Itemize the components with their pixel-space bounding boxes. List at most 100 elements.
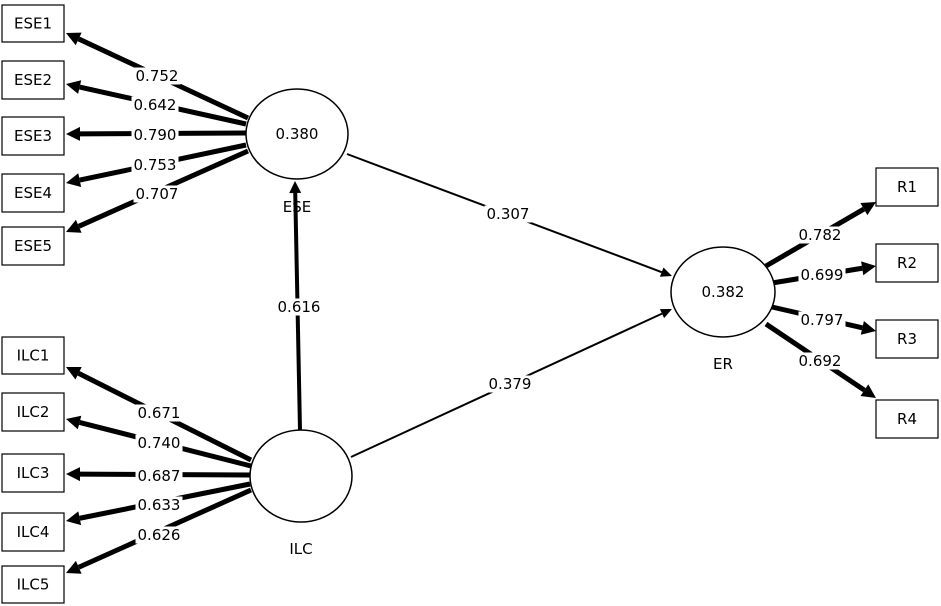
- indicator-ilc2: ILC2: [1, 392, 65, 432]
- loading-arrow-ese5-head: [66, 219, 82, 233]
- construct-circle: [670, 246, 776, 338]
- indicator-label: ILC3: [17, 464, 50, 482]
- loading-label-ese2: 0.642: [134, 96, 177, 114]
- construct-label: ILC: [289, 540, 312, 558]
- indicator-box: [875, 243, 939, 283]
- loading-label-ilc4-group: 0.633: [135, 496, 183, 514]
- path-coef-ilc-ese: 0.616: [278, 298, 321, 316]
- indicator-ese3: ESE3: [1, 116, 65, 156]
- loading-arrow-ese3-head: [66, 126, 80, 141]
- loading-label-ese1-group: 0.752: [133, 67, 181, 85]
- loading-arrow-r4-head: [860, 384, 876, 398]
- loading-label-r4-background: [796, 352, 844, 370]
- construct-r-squared: 0.380: [276, 125, 319, 143]
- loading-label-ilc1-background: [135, 404, 183, 422]
- path-coef-ilc-er-group: 0.379: [486, 375, 534, 393]
- construct-r-squared: 0.382: [702, 283, 745, 301]
- loading-arrow-ilc5-head: [66, 560, 82, 574]
- loading-arrow-ilc1-head: [66, 367, 82, 380]
- construct-circle: [245, 88, 349, 180]
- path-arrow-ilc-er-head: [659, 309, 672, 319]
- path-coef-ese-er-background: [484, 205, 532, 223]
- loading-label-r2-background: [798, 266, 846, 284]
- loading-arrow-r1-head: [860, 202, 876, 216]
- construct-label: ER: [713, 355, 733, 373]
- path-arrow-ilc-ese-head: [289, 181, 302, 194]
- loading-label-ilc5: 0.626: [138, 526, 181, 544]
- loading-label-ese4-group: 0.753: [131, 156, 179, 174]
- indicator-label: ESE2: [14, 71, 52, 89]
- indicator-label: ILC2: [17, 403, 50, 421]
- loading-label-ilc5-background: [135, 526, 183, 544]
- loading-label-ese2-background: [131, 96, 179, 114]
- loading-label-ese4: 0.753: [134, 156, 177, 174]
- indicator-label: R2: [897, 254, 917, 272]
- indicator-r1: R1: [875, 167, 939, 207]
- loading-label-ese5-background: [133, 185, 181, 203]
- loading-arrow-ilc2-head: [66, 415, 82, 430]
- path-coef-ese-er: 0.307: [487, 205, 530, 223]
- indicator-box: [1, 226, 65, 266]
- indicator-ilc3: ILC3: [1, 453, 65, 493]
- indicator-ese1: ESE1: [1, 4, 65, 43]
- indicator-ese5: ESE5: [1, 226, 65, 266]
- indicator-ilc4: ILC4: [1, 512, 65, 552]
- indicator-box: [875, 319, 939, 359]
- loading-label-ilc4-background: [135, 496, 183, 514]
- loading-label-ilc1: 0.671: [138, 404, 181, 422]
- loading-label-ese5-group: 0.707: [133, 185, 181, 203]
- loading-arrow-ese1-head: [66, 32, 82, 46]
- indicator-label: ESE3: [14, 127, 52, 145]
- loading-label-r2: 0.699: [801, 266, 844, 284]
- indicator-ese2: ESE2: [1, 60, 65, 100]
- indicator-r4: R4: [875, 399, 939, 439]
- indicator-box: [875, 167, 939, 207]
- loading-label-ilc2-background: [135, 434, 183, 452]
- construct-ilc: ILC: [249, 429, 353, 558]
- loading-label-r4: 0.692: [799, 352, 842, 370]
- loading-label-ilc3: 0.687: [138, 467, 181, 485]
- loading-label-r3-group: 0.797: [798, 311, 846, 329]
- loading-label-r1: 0.782: [799, 226, 842, 244]
- indicator-ilc1: ILC1: [1, 336, 65, 375]
- path-coef-ilc-ese-group: 0.616: [275, 298, 323, 316]
- path-arrow-ese-er-head: [659, 267, 672, 277]
- indicator-label: ILC1: [17, 347, 50, 365]
- indicator-r3: R3: [875, 319, 939, 359]
- loading-label-ilc2: 0.740: [138, 434, 181, 452]
- loading-label-ese5: 0.707: [136, 185, 179, 203]
- indicator-box: [1, 565, 65, 604]
- loading-label-ese3: 0.790: [134, 126, 177, 144]
- loading-label-r4-group: 0.692: [796, 352, 844, 370]
- indicator-label: ILC4: [17, 523, 50, 541]
- path-coef-ese-er-group: 0.307: [484, 205, 532, 223]
- indicator-box: [1, 392, 65, 432]
- path-coef-ilc-er: 0.379: [489, 375, 532, 393]
- construct-circle: [249, 429, 353, 523]
- indicator-r2: R2: [875, 243, 939, 283]
- loading-arrow-ilc4-head: [66, 511, 82, 526]
- indicator-label: ILC5: [17, 576, 50, 594]
- loading-label-ilc2-group: 0.740: [135, 434, 183, 452]
- indicator-box: [1, 60, 65, 100]
- indicator-box: [1, 512, 65, 552]
- indicator-box: [1, 116, 65, 156]
- loading-label-r1-background: [796, 226, 844, 244]
- loading-label-ilc4: 0.633: [138, 496, 181, 514]
- loading-arrow-ese4-head: [66, 173, 82, 187]
- indicator-box: [1, 173, 65, 213]
- loading-label-ilc1-group: 0.671: [135, 404, 183, 422]
- path-coef-ilc-er-background: [486, 375, 534, 393]
- loading-label-ilc3-group: 0.687: [135, 467, 183, 485]
- loading-arrow-ese2-head: [66, 80, 82, 94]
- indicator-box: [1, 336, 65, 375]
- path-coef-ilc-ese-background: [275, 298, 323, 316]
- loading-label-ese3-group: 0.790: [131, 126, 179, 144]
- loading-label-ese4-background: [131, 156, 179, 174]
- indicator-label: R4: [897, 410, 917, 428]
- indicator-label: R1: [897, 178, 917, 196]
- loading-label-r1-group: 0.782: [796, 226, 844, 244]
- loading-label-ese1-background: [133, 67, 181, 85]
- indicator-label: ESE1: [14, 15, 52, 33]
